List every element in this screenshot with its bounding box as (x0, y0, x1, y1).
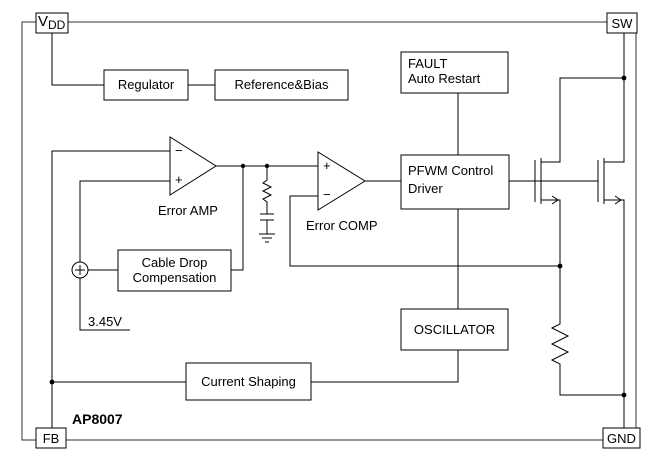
reference-wire (79, 278, 130, 331)
chip-outline (21, 21, 637, 441)
fault-line1: FAULT (408, 56, 448, 71)
error-amp-label: Error AMP (158, 203, 218, 218)
power-fet-arrow (614, 195, 622, 205)
fb-wire (51, 150, 170, 428)
oscillator-to-shaping-wire (311, 350, 459, 383)
pfwm-label: PFWM Control Driver (408, 163, 493, 196)
sense-fet-source (541, 199, 561, 320)
sense-fet-arrow (551, 195, 559, 205)
junction-sense (557, 263, 563, 269)
amp-plus-wire (79, 180, 170, 262)
current-shaping-label: Current Shaping (201, 374, 296, 389)
comp-minus-wire (289, 195, 560, 267)
reference-bias-label: Reference&Bias (234, 77, 329, 92)
power-fet-source (604, 199, 625, 428)
cable-drop-label: Cable Drop Compensation (118, 255, 231, 285)
cable-drop-line1: Cable Drop (141, 255, 208, 270)
gnd-pin-box (602, 427, 641, 449)
junction-fb (49, 379, 55, 385)
fb-pin-box (35, 427, 67, 449)
pfwm-line2: Driver (408, 181, 443, 196)
pfwm-line1: PFWM Control (408, 163, 494, 178)
vdd-pin-label: VDD (38, 13, 66, 32)
cable-drop-line2: Compensation (132, 270, 217, 285)
fault-line2: Auto Restart (408, 71, 481, 86)
reference-voltage-label: 3.45V (88, 314, 122, 329)
fault-box (400, 51, 509, 94)
comp-plus-sign: + (323, 158, 331, 173)
pfwm-box (400, 154, 510, 210)
cable-drop-feedback-wire (231, 166, 244, 271)
regulator-label: Regulator (117, 77, 175, 92)
oscillator-label: OSCILLATOR (413, 322, 496, 337)
sw-pin-label: SW (611, 16, 633, 31)
sense-resistor (550, 320, 624, 396)
vdd-sub: DD (48, 18, 66, 32)
oscillator-box (400, 308, 509, 351)
error-comp-triangle (317, 151, 366, 211)
error-amp-triangle (169, 136, 217, 196)
power-fet-drain (604, 33, 625, 163)
compensation-resistor (261, 166, 273, 214)
chip-name-label: AP8007 (72, 411, 123, 427)
junction-amp-out (240, 163, 246, 169)
fault-label: FAULT Auto Restart (408, 56, 480, 86)
junction-sw (621, 75, 627, 81)
gnd-pin-label: GND (607, 431, 636, 446)
sense-fet-drain (541, 77, 624, 163)
amp-minus-sign: − (175, 143, 183, 158)
vdd-wire (51, 33, 104, 86)
sw-pin-box (606, 12, 638, 34)
junction-gnd (621, 392, 627, 398)
vdd-main: V (38, 13, 49, 30)
comp-minus-sign: − (323, 187, 331, 202)
fb-pin-label: FB (42, 431, 60, 446)
error-comp-label: Error COMP (306, 218, 378, 233)
amp-plus-sign: + (175, 172, 183, 187)
